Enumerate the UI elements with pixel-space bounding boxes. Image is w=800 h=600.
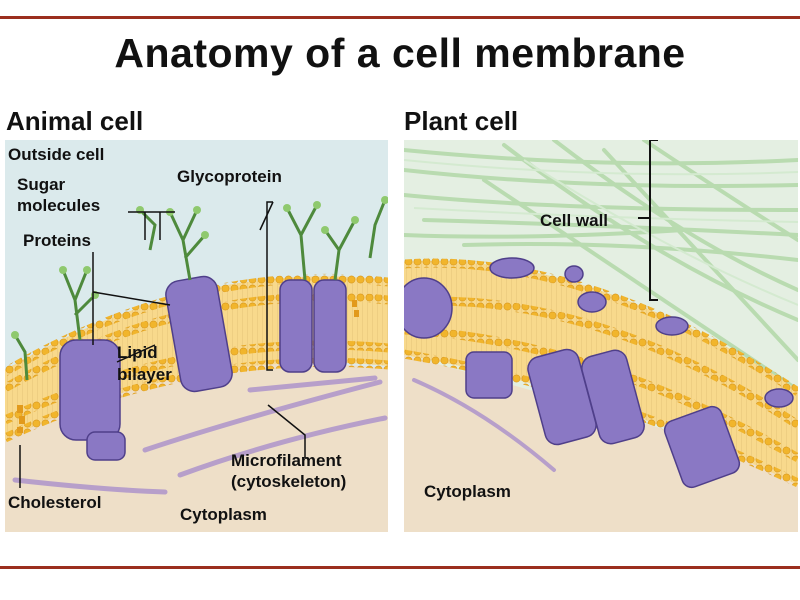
protein-left-foot (86, 431, 126, 461)
microfilaments (12, 375, 388, 495)
plant-membrane-diagram: Cell wall Cytoplasm (404, 140, 798, 532)
channel-b (581, 349, 645, 445)
top-rule (0, 16, 800, 19)
plant-cell-panel: Cell wall Cytoplasm (404, 140, 798, 532)
label-glycoprotein: Glycoprotein (177, 167, 282, 186)
cellulose-fibers-light (404, 159, 798, 306)
sugar-chains (13, 199, 387, 381)
peripheral-4 (655, 316, 689, 336)
label-sugar: Sugar (17, 175, 66, 194)
label-cytoskeleton: (cytoskeleton) (231, 472, 346, 491)
membrane-proteins (59, 275, 347, 461)
peripheral-1 (489, 257, 535, 279)
label-cytoplasm-plant: Cytoplasm (424, 482, 511, 501)
cholesterol-molecule (17, 300, 359, 433)
bottom-rule (0, 566, 800, 569)
peripheral-2 (564, 265, 584, 283)
label-cell-wall: Cell wall (540, 211, 608, 230)
peripheral-5 (764, 388, 794, 408)
protein-edge (404, 277, 453, 339)
plant-cell-heading: Plant cell (404, 106, 519, 136)
label-cholesterol: Cholesterol (8, 493, 102, 512)
label-outside-cell: Outside cell (8, 145, 104, 164)
channel-left (279, 279, 313, 373)
protein-small (465, 351, 513, 399)
animal-cell-panel: Outside cell Sugar molecules Glycoprotei… (5, 140, 388, 532)
label-microfilament: Microfilament (231, 451, 342, 470)
label-cytoplasm-animal: Cytoplasm (180, 505, 267, 524)
membrane-proteins-plant (404, 257, 794, 489)
microfilament-plant (412, 378, 556, 472)
channel-right (313, 279, 347, 373)
peripheral-3 (577, 291, 607, 313)
label-lipid: Lipid (117, 343, 158, 362)
protein-right (663, 405, 741, 489)
animal-cell-heading: Animal cell (6, 106, 144, 136)
animal-membrane-diagram: Outside cell Sugar molecules Glycoprotei… (5, 140, 388, 532)
label-molecules: molecules (17, 196, 100, 215)
label-bilayer: bilayer (117, 365, 172, 384)
cytoplasm-region-plant (404, 355, 798, 532)
figure-title: Anatomy of a cell membrane (114, 30, 686, 76)
protein-left (59, 339, 121, 441)
cell-wall-bracket (638, 140, 658, 301)
label-proteins: Proteins (23, 231, 91, 250)
leader-lines (19, 201, 306, 488)
